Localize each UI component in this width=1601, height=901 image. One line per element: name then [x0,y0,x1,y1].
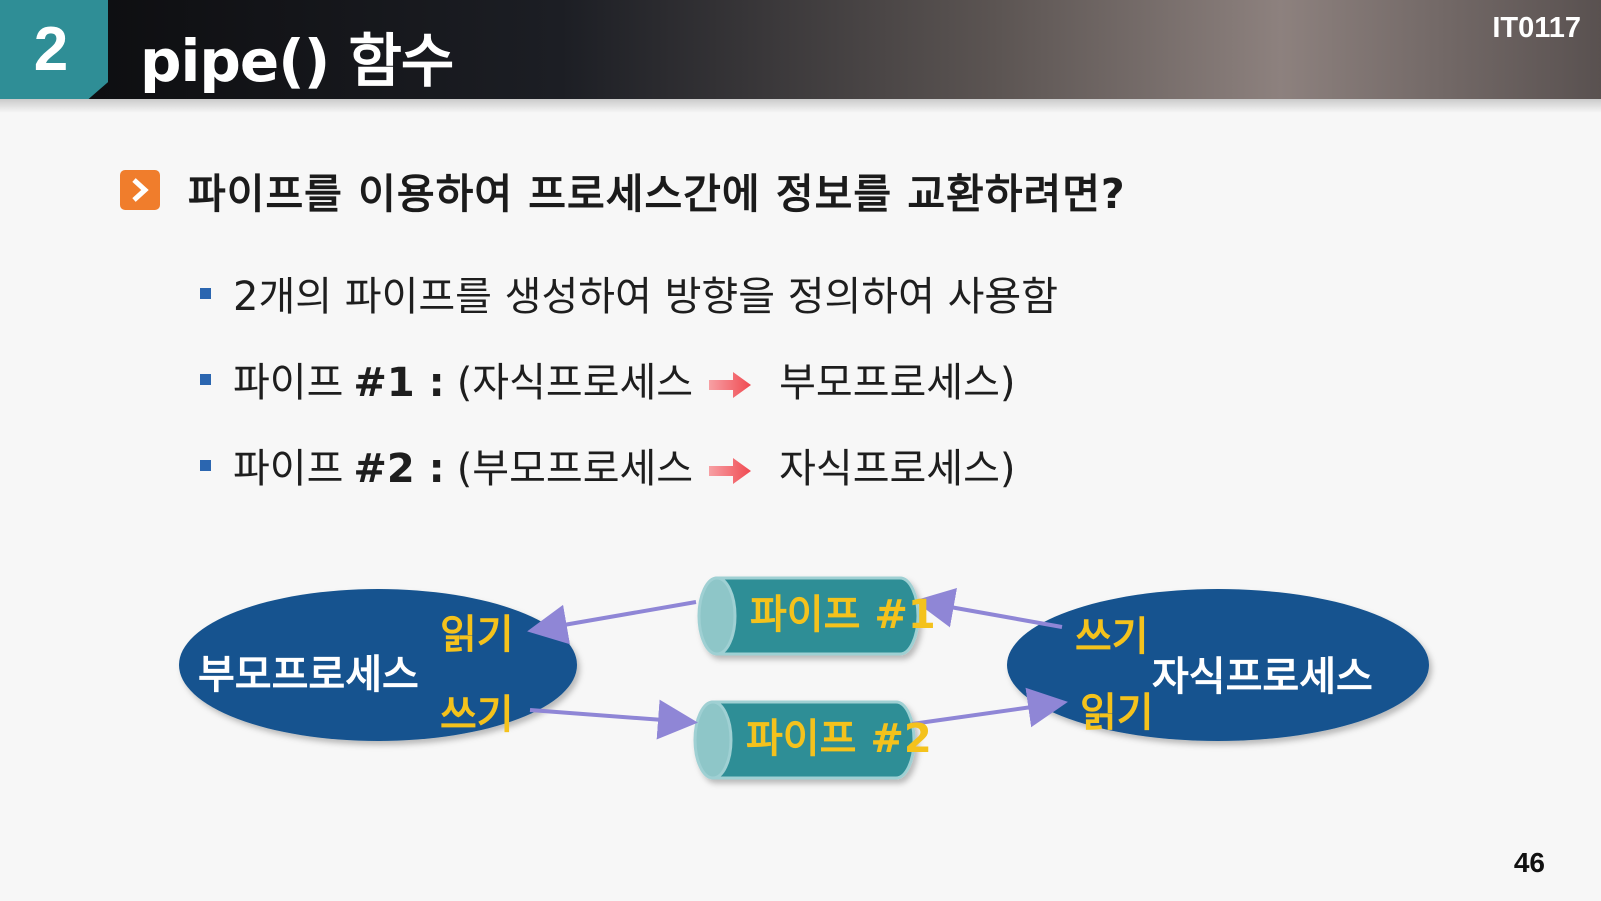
chevron-right-icon [120,170,160,210]
pipe2-label: 파이프 #2 [746,716,932,762]
bullet-square-icon [200,287,211,299]
diagram-shapes [179,576,1429,780]
arrow-pipe1-to-parent [527,600,697,645]
bullet-item: 파이프#2 :(부모프로세스 자식프로세스) [200,422,1058,508]
pipe-label: 파이프 [233,360,344,406]
parent-read-label: 읽기 [440,612,514,658]
parent-process-ellipse [179,589,577,741]
arrow-parent-to-pipe2 [529,699,698,740]
flow-from: (부모프로세스 [456,446,694,492]
bullet-item: 파이프#1 :(자식프로세스 부모프로세스) [200,336,1058,422]
pipe1-label: 파이프 #1 [750,592,936,638]
slide-title: pipe() 함수 [140,27,454,95]
arrow-child-to-pipe1 [914,587,1063,629]
child-process-ellipse [1007,589,1429,741]
bullet-square-icon [200,373,211,385]
child-process-label: 자식프로세스 [1152,654,1373,700]
main-point-text: 파이프를 이용하여 프로세스간에 정보를 교환하려면? [188,170,1126,218]
arrow-right-icon [709,372,752,398]
bullet-item: 2개의 파이프를 생성하여 방향을 정의하여 사용함 [200,250,1058,336]
flow-to: 부모프로세스) [779,360,1016,406]
bullet-text: 2개의 파이프를 생성하여 방향을 정의하여 사용함 [233,274,1059,320]
pipe-id: #2 : [353,446,445,492]
section-number-badge: 2 [0,0,108,99]
pipe2-cylinder [693,700,916,780]
parent-process-label: 부모프로세스 [198,652,419,698]
child-read-label: 읽기 [1080,690,1154,736]
main-point: 파이프를 이용하여 프로세스간에 정보를 교환하려면? [120,160,1126,220]
parent-write-label: 쓰기 [440,692,514,738]
flow-from: (자식프로세스 [456,360,694,406]
page-number: 46 [1513,847,1545,878]
header-shadow [0,99,1601,113]
pipe-label: 파이프 [233,446,344,492]
child-write-label: 쓰기 [1075,614,1149,660]
pipe-diagram: 부모프로세스 읽기 쓰기 자식프로세스 쓰기 읽기 파이프 #1 파이프 #2 [0,520,1601,820]
bullet-text: 파이프#2 :(부모프로세스 자식프로세스) [233,436,1016,494]
bullet-text: 파이프#1 :(자식프로세스 부모프로세스) [233,350,1016,408]
arrow-pipe2-to-child [911,687,1068,728]
arrow-right-icon [709,458,752,484]
bullet-square-icon [200,459,211,471]
bullet-list: 2개의 파이프를 생성하여 방향을 정의하여 사용함 파이프#1 :(자식프로세… [200,250,1058,508]
slide-header: 2 pipe() 함수 IT0117 [0,0,1601,99]
flow-to: 자식프로세스) [779,446,1016,492]
pipe-id: #1 : [353,360,445,406]
course-code: IT0117 [1492,12,1581,44]
